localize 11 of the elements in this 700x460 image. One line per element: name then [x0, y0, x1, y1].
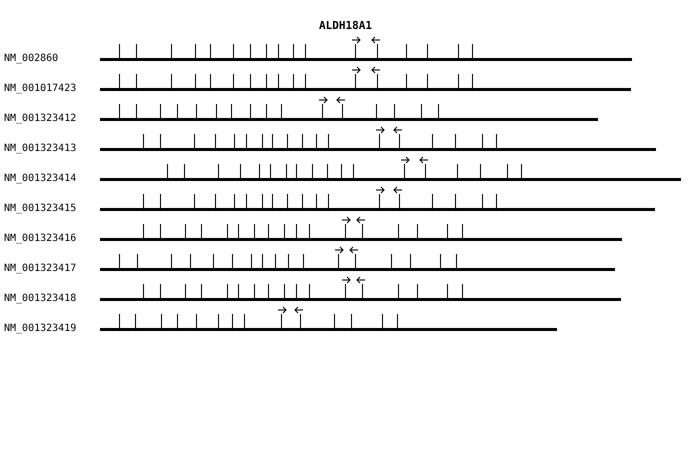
transcript-label: NM_001323415: [4, 203, 76, 215]
transcript-label: NM_001323412: [4, 113, 76, 125]
gene-title: ALDH18A1: [319, 20, 372, 32]
transcript-label: NM_001323416: [4, 233, 76, 245]
transcript-label: NM_001323413: [4, 143, 76, 155]
transcript-label: NM_001323419: [4, 323, 76, 335]
transcript-label: NM_001017423: [4, 83, 76, 95]
transcript-label: NM_002860: [4, 53, 58, 65]
transcript-label: NM_001323417: [4, 263, 76, 275]
transcript-label: NM_001323418: [4, 293, 76, 305]
transcript-label: NM_001323414: [4, 173, 76, 185]
